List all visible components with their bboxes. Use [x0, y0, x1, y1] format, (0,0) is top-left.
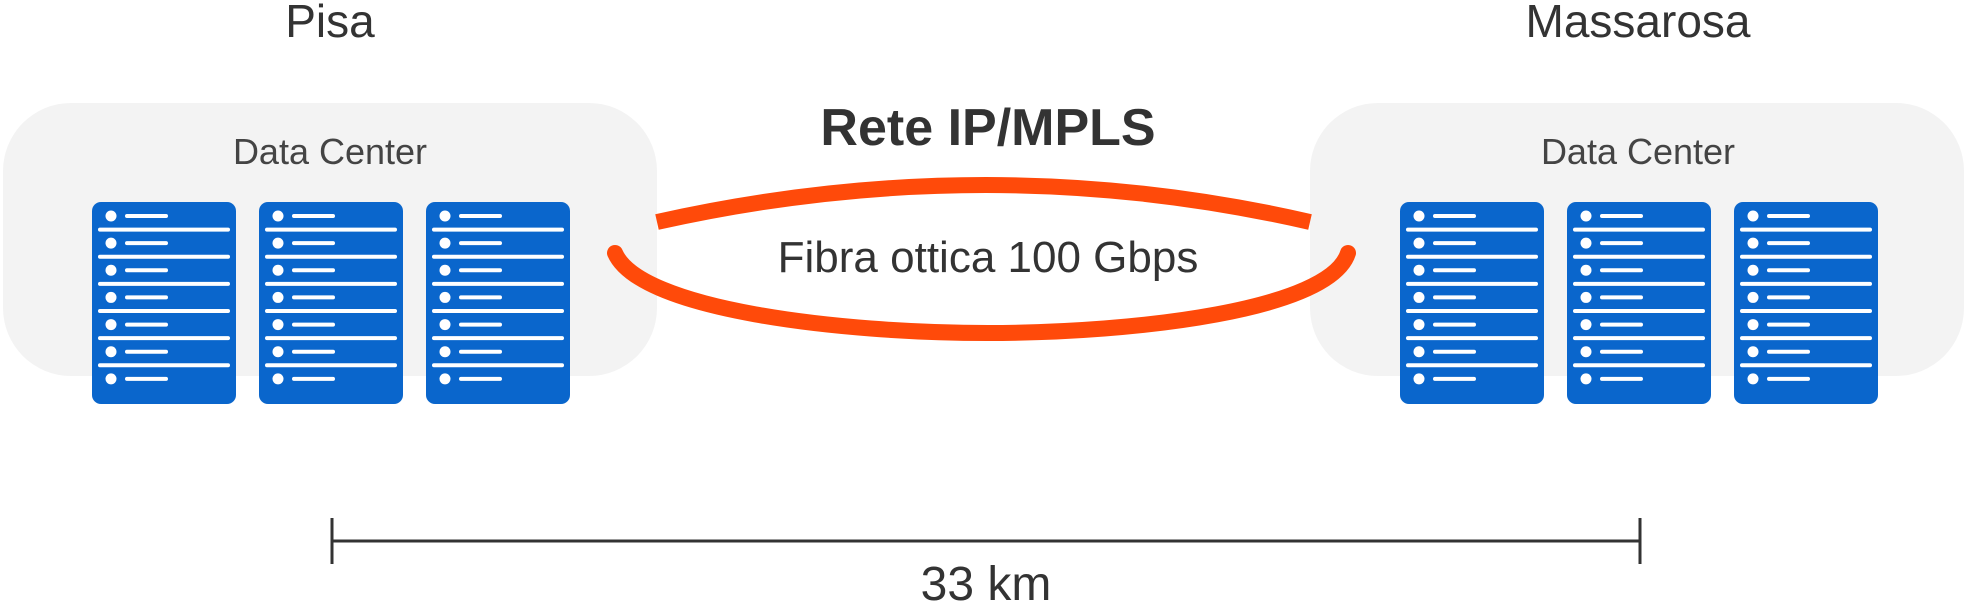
server-rack-icon	[1567, 202, 1711, 404]
city-label-pisa: Pisa	[285, 0, 375, 47]
server-rack-icon	[1400, 202, 1544, 404]
distance-label: 33 km	[921, 558, 1052, 606]
fiber-link-bottom-arc	[607, 245, 1356, 342]
server-group-massarosa	[1400, 202, 1878, 404]
datacenter-title-pisa: Data Center	[233, 131, 427, 172]
network-title: Rete IP/MPLS	[820, 99, 1155, 157]
server-rack-icon	[1734, 202, 1878, 404]
fiber-link-top-arc	[655, 177, 1312, 230]
server-rack-icon	[92, 202, 236, 404]
city-label-massarosa: Massarosa	[1526, 0, 1751, 47]
server-group-pisa	[92, 202, 570, 404]
datacenter-title-massarosa: Data Center	[1541, 131, 1735, 172]
fiber-link-label: Fibra ottica 100 Gbps	[778, 233, 1199, 282]
server-rack-icon	[426, 202, 570, 404]
server-rack-icon	[259, 202, 403, 404]
